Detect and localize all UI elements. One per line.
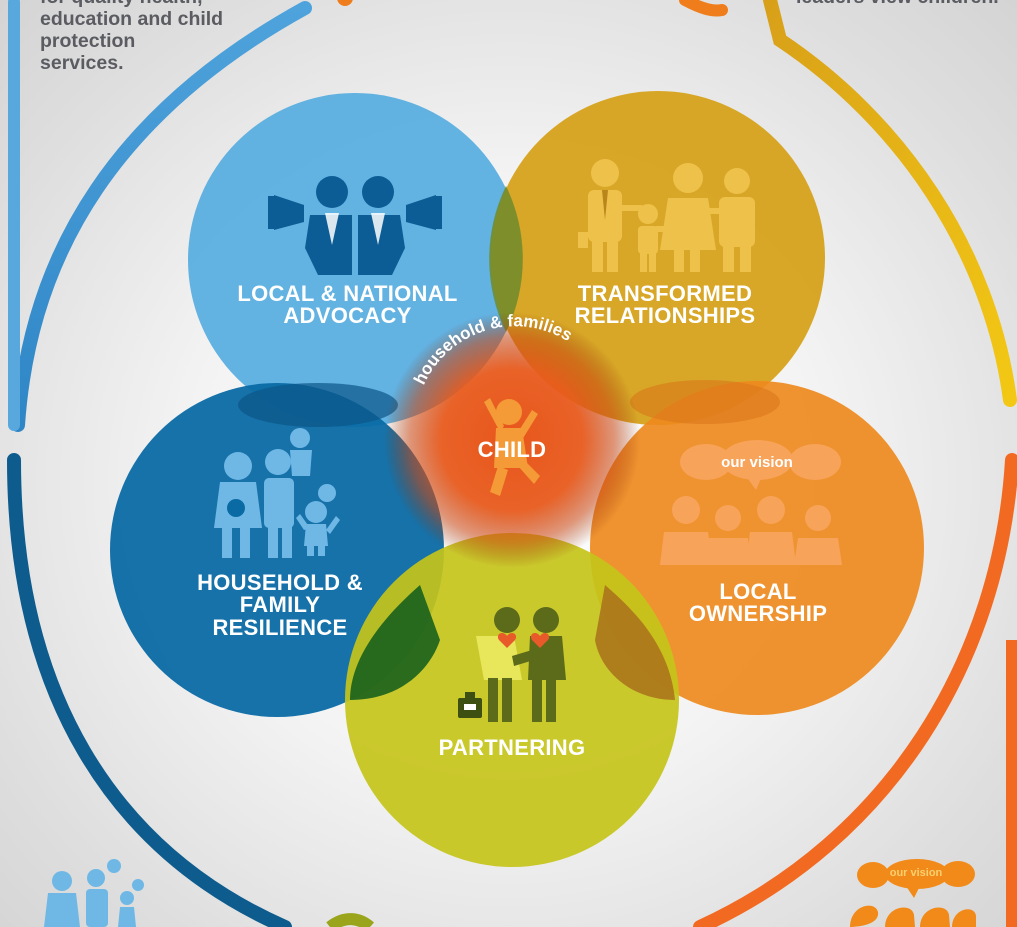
overlap-advocacy-relationships <box>489 186 523 332</box>
corner-text-top-right: leaders view children. <box>796 0 999 8</box>
community-speech-bubbles-icon <box>660 440 842 565</box>
label-ownership-line1: LOCAL <box>719 579 797 604</box>
label-ownership: LOCAL OWNERSHIP <box>668 579 848 627</box>
label-ownership-line2: OWNERSHIP <box>688 601 828 627</box>
label-resilience-line3: RESILIENCE <box>212 614 348 640</box>
label-advocacy: LOCAL & NATIONAL ADVOCACY <box>215 281 480 329</box>
ring-arc-bottom-left <box>7 453 292 927</box>
ring-arc-top-orange <box>679 0 728 17</box>
corner-vision-bubble-text: our vision <box>889 867 943 879</box>
partners-shaking-hands-icon <box>458 607 566 722</box>
label-relationships-line2: RELATIONSHIPS <box>574 303 756 329</box>
child-playing-icon <box>484 398 540 496</box>
ring-arc-top-left <box>11 1 312 432</box>
overlap-ownership-partnering <box>595 585 675 700</box>
ring-arc-bottom-green <box>326 913 375 927</box>
corner-family-icon <box>44 859 144 927</box>
corner-community-icon <box>850 859 976 927</box>
family-holding-hands-icon <box>578 159 755 272</box>
corner-text-line: for quality health, <box>40 0 223 8</box>
vision-bubble-text: our vision <box>721 454 793 471</box>
corner-text-line: education and child <box>40 8 224 30</box>
megaphone-advocates-icon <box>268 176 442 275</box>
label-child-text: CHILD <box>477 437 547 462</box>
corner-text-top-left: for quality health, education and child … <box>40 0 223 74</box>
ring-arc-bottom-right <box>693 453 1017 927</box>
overlap-advocacy-resilience <box>238 383 398 427</box>
overlap-regions <box>238 186 780 700</box>
label-partnering-line1: PARTNERING <box>438 735 586 760</box>
ring-arc-top-right <box>763 0 1017 407</box>
label-relationships: TRANSFORMED RELATIONSHIPS <box>555 281 775 329</box>
label-advocacy-line1: LOCAL & NATIONAL <box>237 281 458 306</box>
label-partnering: PARTNERING <box>412 735 612 760</box>
label-advocacy-line2: ADVOCACY <box>283 303 412 329</box>
corner-text-line: services. <box>40 52 124 74</box>
family-with-baby-icon <box>214 428 340 558</box>
label-relationships-line1: TRANSFORMED <box>577 281 753 306</box>
label-child: CHILD <box>452 437 572 462</box>
label-resilience: HOUSEHOLD & FAMILY RESILIENCE <box>180 570 380 640</box>
overlap-resilience-partnering <box>350 585 440 700</box>
label-resilience-line2: FAMILY <box>239 592 321 618</box>
outer-ring <box>7 0 1017 927</box>
corner-text-line: protection <box>40 30 136 52</box>
overlap-relationships-ownership <box>630 380 780 424</box>
ring-dot-top <box>337 0 353 6</box>
label-resilience-line1: HOUSEHOLD & <box>197 570 363 595</box>
